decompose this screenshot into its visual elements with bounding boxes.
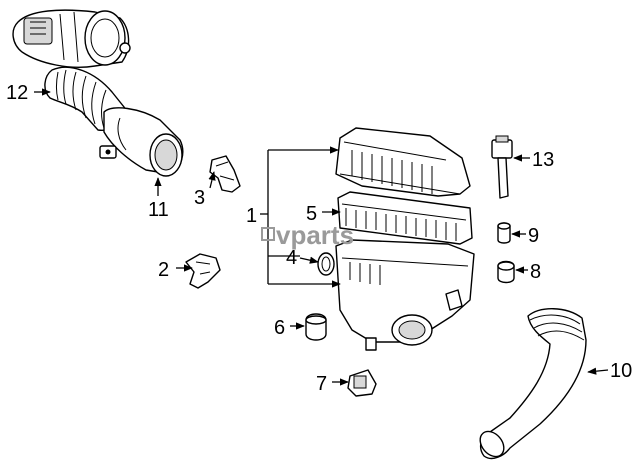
callout-13: 13 (532, 149, 554, 171)
insulator (497, 260, 515, 284)
watermark-text: vparts (276, 220, 354, 250)
temperature-sensor (491, 135, 513, 199)
callout-3: 3 (194, 187, 205, 209)
callout-6: 6 (274, 317, 285, 339)
watermark: vparts (261, 220, 354, 250)
callout-1: 1 (246, 205, 257, 227)
filter-element (337, 191, 473, 245)
callout-11: 11 (148, 199, 169, 221)
callout-10: 10 (610, 360, 632, 382)
air-flow-meter (99, 107, 184, 177)
leader-lines (34, 88, 609, 386)
callout-labels: 12 11 3 2 1 5 4 6 7 13 9 8 10 (6, 82, 632, 395)
callout-2: 2 (158, 259, 169, 281)
air-cleaner-housing (335, 239, 475, 351)
air-cleaner-lid (335, 127, 471, 197)
hose-clamp (317, 252, 335, 276)
watermark-logo-icon (261, 227, 275, 241)
grommet (347, 369, 377, 397)
bracket-lower (185, 253, 221, 289)
callout-4: 4 (286, 247, 297, 269)
callout-8: 8 (530, 261, 541, 283)
outlet-duct (479, 308, 587, 460)
rubber-mount (305, 313, 327, 341)
sleeve (497, 222, 511, 244)
callout-12: 12 (6, 82, 28, 104)
callout-5: 5 (306, 203, 317, 225)
bracket-upper (209, 155, 241, 193)
callout-9: 9 (528, 225, 539, 247)
throttle-body (12, 9, 131, 68)
callout-7: 7 (316, 373, 327, 395)
